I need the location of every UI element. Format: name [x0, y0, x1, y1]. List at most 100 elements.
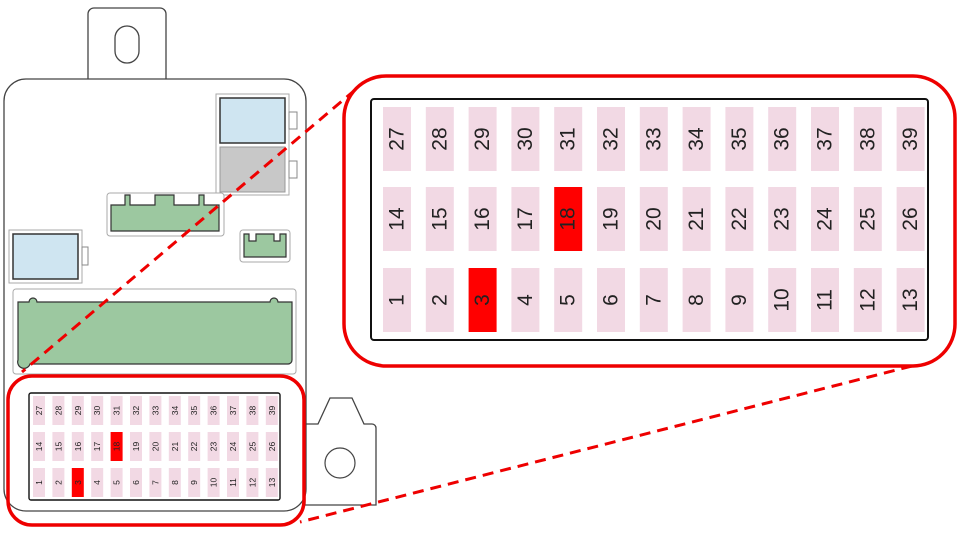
fuse-33-small: 33 — [149, 396, 162, 425]
fuse-36-large: 36 — [768, 107, 797, 171]
fuse-21-large: 21 — [682, 187, 711, 251]
fuse-number: 25 — [856, 207, 879, 230]
relay-upper — [215, 93, 298, 196]
fuse-17-large: 17 — [511, 187, 540, 251]
fuse-number: 30 — [514, 127, 537, 150]
callout-line-bottom — [299, 364, 913, 524]
fuse-slot — [110, 468, 123, 497]
fuse-slot — [149, 432, 162, 461]
fuse-slot — [130, 396, 142, 425]
fuse-number: 26 — [899, 207, 922, 230]
fuse-32-large: 32 — [597, 107, 625, 171]
fuse-number: 6 — [131, 480, 141, 485]
fuse-number: 24 — [228, 442, 238, 452]
fuse-slot — [71, 396, 84, 425]
fuse-slot — [853, 268, 882, 332]
fuse-36-small: 36 — [207, 396, 220, 425]
fuse-number: 32 — [131, 406, 141, 416]
fuse-32-small: 32 — [130, 396, 142, 425]
fuse-24-small: 24 — [227, 432, 239, 461]
fuse-slot — [207, 396, 220, 425]
fuse-slot — [149, 396, 162, 425]
fuse-7-large: 7 — [639, 268, 668, 332]
fuse-16-small: 16 — [71, 432, 84, 461]
fuse-slot — [91, 468, 104, 497]
fuse-slot — [811, 187, 839, 251]
fuse-number: 22 — [728, 207, 751, 230]
fuse-number: 17 — [514, 207, 537, 230]
fuse-number: 34 — [170, 406, 180, 416]
fuse-number: 21 — [170, 442, 180, 452]
fuse-slot — [246, 432, 259, 461]
fuse-number: 30 — [92, 406, 102, 416]
fuse-number: 6 — [600, 294, 623, 306]
fuse-slot — [554, 107, 583, 171]
fuse-number: 17 — [92, 442, 102, 452]
fuse-number: 38 — [856, 127, 879, 150]
fuse-slot — [425, 187, 454, 251]
fuse-number: 22 — [189, 442, 199, 452]
fuse-slot — [71, 432, 84, 461]
fuse-number: 7 — [150, 480, 160, 485]
fuse-number: 39 — [899, 127, 922, 150]
fuse-slot — [768, 187, 797, 251]
fuse-4-large: 4 — [511, 268, 540, 332]
fuse-27-large: 27 — [383, 107, 411, 171]
fuse-number: 18 — [557, 207, 580, 230]
fuse-slot — [52, 432, 65, 461]
fuse-number: 5 — [112, 480, 122, 485]
fuse-1-small: 1 — [33, 468, 45, 497]
fuse-number: 25 — [247, 442, 257, 452]
fuse-slot — [639, 107, 668, 171]
fuse-slot — [682, 107, 711, 171]
fuse-13-large: 13 — [896, 268, 925, 332]
fuse-number: 8 — [685, 294, 708, 306]
fuse-slot — [265, 432, 278, 461]
fuse-highlighted — [554, 187, 583, 251]
fuse-11-small: 11 — [227, 468, 239, 497]
fuse-slot — [188, 396, 201, 425]
fuse-slot — [246, 468, 259, 497]
relay-left — [8, 229, 89, 284]
fuse-number: 37 — [814, 127, 837, 150]
fuse-19-large: 19 — [597, 187, 625, 251]
fuse-slot — [33, 468, 45, 497]
fuse-25-small: 25 — [246, 432, 259, 461]
fuse-5-large: 5 — [554, 268, 583, 332]
fuse-1-large: 1 — [383, 268, 411, 332]
fuse-number: 9 — [728, 294, 751, 306]
fuse-number: 10 — [771, 288, 794, 311]
fuse-slot — [725, 107, 754, 171]
fuse-30-large: 30 — [511, 107, 540, 171]
fuse-38-large: 38 — [853, 107, 882, 171]
fuse-number: 10 — [209, 478, 219, 488]
fuse-number: 19 — [131, 442, 141, 452]
callout-small-outline — [6, 374, 306, 527]
fuse-29-small: 29 — [71, 396, 84, 425]
fuse-slot — [896, 107, 925, 171]
fuse-number: 20 — [642, 207, 665, 230]
fuse-slot — [52, 468, 65, 497]
fuse-slot — [725, 187, 754, 251]
fuse-slot — [265, 468, 278, 497]
fuse-highlighted — [110, 432, 123, 461]
fuse-number: 21 — [685, 207, 708, 230]
fuse-slot — [168, 468, 181, 497]
fuse-slot — [33, 396, 45, 425]
fuse-34-small: 34 — [168, 396, 181, 425]
mounting-tab — [87, 7, 167, 79]
connector-middle — [106, 192, 225, 237]
fuse-number: 23 — [771, 207, 794, 230]
fuse-number: 23 — [209, 442, 219, 452]
fuse-slot — [768, 107, 797, 171]
fuse-slot — [597, 107, 625, 171]
fuse-number: 35 — [728, 127, 751, 150]
bracket-hole — [324, 447, 356, 479]
fuse-14-large: 14 — [383, 187, 411, 251]
fuse-slot — [188, 468, 201, 497]
fuse-number: 33 — [150, 406, 160, 416]
fuse-slot — [91, 432, 104, 461]
fuse-23-small: 23 — [207, 432, 220, 461]
fuse-slot — [207, 468, 220, 497]
fuse-number: 33 — [642, 127, 665, 150]
